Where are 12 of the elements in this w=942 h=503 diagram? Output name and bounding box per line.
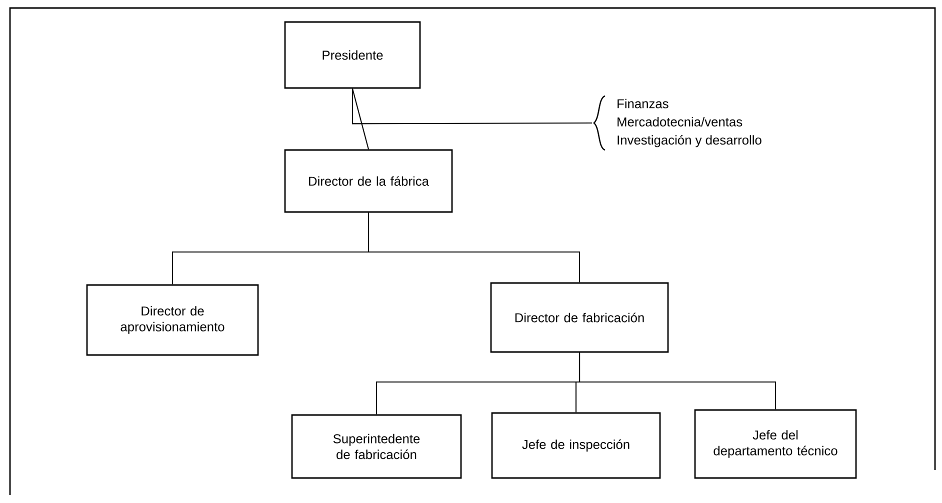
position-box: Presidente xyxy=(284,21,421,89)
connector xyxy=(368,212,580,282)
position-box: Director de la fábrica xyxy=(284,149,453,213)
position-box: Jefe del departamento técnico xyxy=(694,409,857,479)
connector xyxy=(578,352,776,410)
position-box: Director de aprovisionamiento xyxy=(86,284,259,356)
position-box: Superintedente de fabricación xyxy=(291,414,462,479)
connector xyxy=(352,88,370,150)
position-box: Jefe de inspección xyxy=(491,412,661,479)
position-box: Director de fabricación xyxy=(490,282,669,353)
connector xyxy=(352,88,592,124)
staff-list: Finanzas Mercadotecnia/ventas Investigación y desarrollo xyxy=(618,98,762,148)
